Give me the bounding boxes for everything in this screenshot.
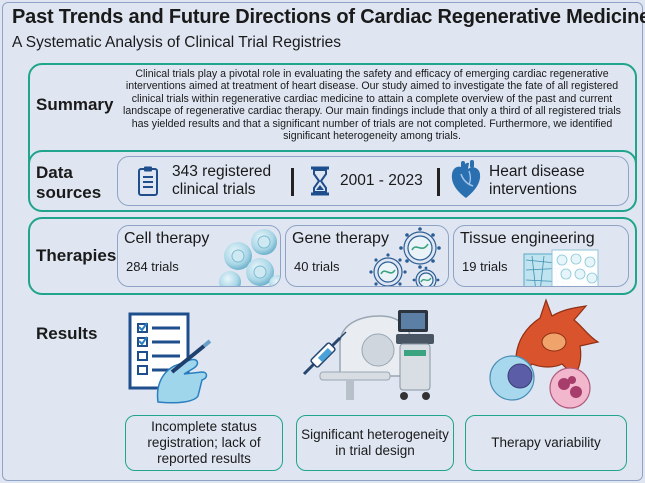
therapy-name-cell: Cell therapy	[124, 230, 210, 247]
tissue-scaffold-icon	[523, 249, 599, 286]
therapy-count-tissue: 19 trials	[462, 259, 508, 274]
therapy-name-tissue: Tissue engineering	[460, 230, 595, 247]
result-card-status: Incomplete status registration; lack of …	[125, 415, 283, 471]
summary-label: Summary	[36, 95, 114, 114]
data-source-years: 2001 - 2023	[340, 172, 423, 189]
checklist-icon	[128, 312, 212, 404]
clipboard-icon	[138, 166, 158, 196]
heart-icon	[451, 160, 481, 198]
therapy-card-tissue: Tissue engineering 19 trials	[453, 225, 629, 287]
therapy-card-gene: Gene therapy 40 trials	[285, 225, 449, 287]
result-card-variability: Therapy variability	[465, 415, 627, 471]
therapies-label: Therapies	[36, 246, 117, 265]
data-sources-box	[117, 156, 629, 206]
page-subtitle: A Systematic Analysis of Clinical Trial …	[12, 34, 342, 51]
data-source-trials: 343 registered clinical trials	[172, 163, 271, 199]
summary-text: Clinical trials play a pivotal role in e…	[123, 68, 621, 143]
separator-2	[437, 168, 440, 196]
result-card-heterogeneity: Significant heterogeneity in trial desig…	[296, 415, 454, 471]
hourglass-icon	[311, 166, 329, 196]
cell-types-icon	[489, 298, 600, 409]
medical-equipment-icon	[302, 310, 434, 400]
results-label: Results	[36, 324, 98, 343]
data-sources-label: Data sources	[36, 163, 101, 203]
data-sources-label-line1: Data	[36, 163, 73, 182]
data-sources-label-line2: sources	[36, 183, 102, 202]
therapy-name-gene: Gene therapy	[292, 230, 389, 247]
separator-1	[291, 168, 294, 196]
cells-icon	[219, 229, 280, 286]
data-source-trials-line1: 343 registered	[172, 163, 272, 180]
data-source-interventions: Heart disease interventions	[489, 163, 585, 199]
therapy-count-gene: 40 trials	[294, 259, 340, 274]
data-source-trials-line2: clinical trials	[172, 181, 256, 198]
virus-vector-icon	[369, 227, 441, 286]
data-source-interventions-line1: Heart disease	[489, 163, 585, 180]
therapy-card-cell: Cell therapy 284 trials	[117, 225, 281, 287]
data-source-interventions-line2: interventions	[489, 181, 577, 198]
therapy-count-cell: 284 trials	[126, 259, 179, 274]
page-title: Past Trends and Future Directions of Car…	[12, 6, 645, 28]
